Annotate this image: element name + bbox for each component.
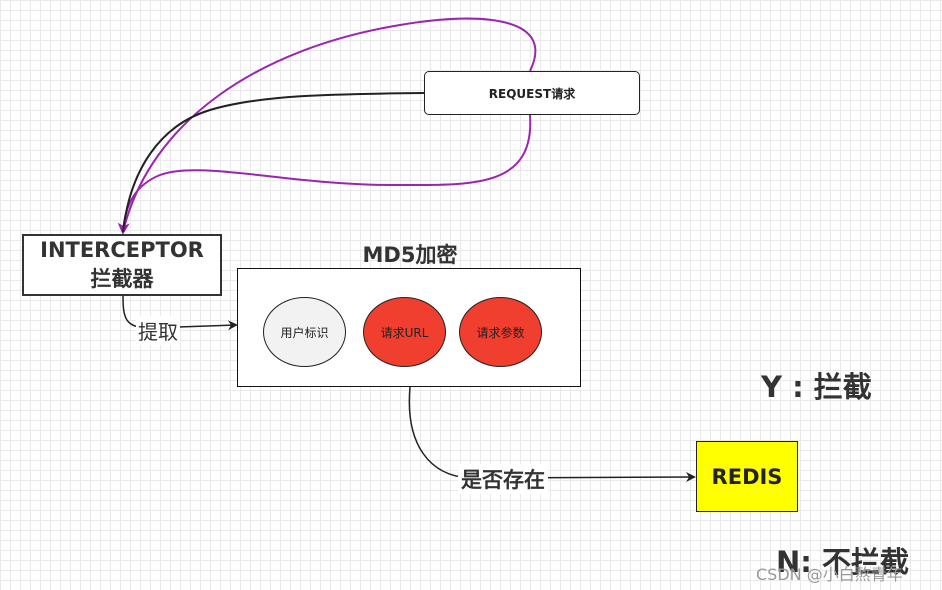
redis-node: REDIS xyxy=(696,441,798,512)
request-url-ellipse: 请求URL xyxy=(363,297,446,367)
request-node: REQUEST请求 xyxy=(424,71,640,115)
md5-title: MD5加密 xyxy=(362,243,458,267)
redis-label: REDIS xyxy=(711,464,783,489)
note-no-intercept: N: 不拦截 xyxy=(776,545,909,579)
request-label: REQUEST请求 xyxy=(488,86,576,101)
user-id-ellipse: 用户标识 xyxy=(263,297,346,367)
edge-request-bottom-to-interceptor xyxy=(117,114,532,235)
edge-label-exists: 是否存在 xyxy=(458,464,548,494)
request-url-label: 请求URL xyxy=(380,325,429,340)
edge-md5-to-redis xyxy=(408,386,696,483)
interceptor-label-line1: INTERCEPTOR xyxy=(40,238,204,262)
edge-request-to-interceptor xyxy=(122,92,425,233)
note-yes-intercept: Y : 拦截 xyxy=(761,370,872,404)
interceptor-label-line2: 拦截器 xyxy=(90,267,154,291)
edge-request-top-to-interceptor xyxy=(122,17,537,233)
request-params-ellipse: 请求参数 xyxy=(459,297,542,367)
interceptor-node: INTERCEPTOR 拦截器 xyxy=(22,234,222,296)
edge-label-extract: 提取 xyxy=(136,316,180,345)
watermark: CSDN @小白熬青年 xyxy=(756,565,903,584)
user-id-label: 用户标识 xyxy=(280,325,329,340)
request-params-label: 请求参数 xyxy=(476,325,525,340)
